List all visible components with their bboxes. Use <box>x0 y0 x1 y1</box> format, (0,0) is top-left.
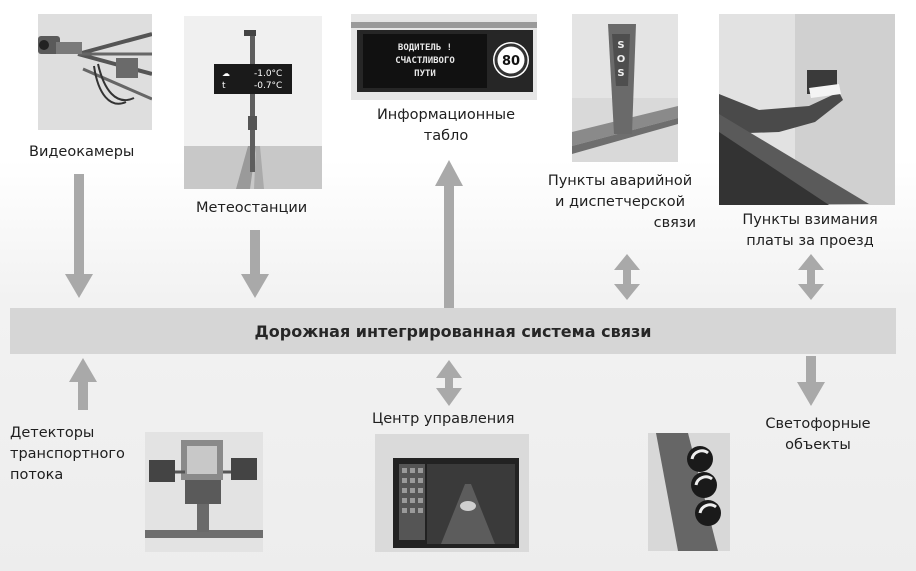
svg-text:S: S <box>617 68 624 79</box>
label-toll-line1: Пункты взимания <box>742 212 878 228</box>
integrated-system-bar: Дорожная интегрированная система связи <box>10 308 896 354</box>
label-traffic-lights: Светофорные объекты <box>748 414 888 456</box>
arrow-boards-up <box>435 160 463 308</box>
arrow-toll-both <box>798 254 824 300</box>
arrow-cameras-down <box>65 174 93 298</box>
label-detectors-line2: транспортного <box>10 446 125 462</box>
traffic-detector-image <box>145 432 263 552</box>
svg-text:O: O <box>617 54 626 65</box>
video-camera-image <box>38 14 152 130</box>
weather-station-image: ☁ t -1.0°C -0.7°C <box>184 16 322 189</box>
svg-text:ПУТИ: ПУТИ <box>414 69 436 79</box>
label-detectors: Детекторы транспортного потока <box>10 423 125 486</box>
sos-post-image: S O S <box>572 14 678 162</box>
label-control: Центр управления <box>372 411 515 427</box>
integrated-system-title: Дорожная интегрированная система связи <box>254 321 652 341</box>
arrow-emergency-both <box>614 254 640 300</box>
label-traffic-lights-line1: Светофорные <box>765 416 871 432</box>
label-boards-line2: табло <box>423 128 469 144</box>
arrow-weather-down <box>241 230 269 298</box>
svg-text:-1.0°C: -1.0°C <box>254 69 282 79</box>
svg-text:☁: ☁ <box>222 69 230 78</box>
svg-text:80: 80 <box>502 54 520 69</box>
info-board-image: ВОДИТЕЛЬ ! СЧАСТЛИВОГО ПУТИ 80 <box>351 14 537 100</box>
label-detectors-line3: потока <box>10 467 64 483</box>
svg-text:ВОДИТЕЛЬ !: ВОДИТЕЛЬ ! <box>398 43 452 53</box>
label-toll-line2: платы за проезд <box>746 233 874 249</box>
label-detectors-line1: Детекторы <box>10 425 95 441</box>
label-emergency-line3: связи <box>653 215 696 231</box>
label-weather: Метеостанции <box>196 200 308 216</box>
svg-text:S: S <box>617 40 624 51</box>
svg-text:СЧАСТЛИВОГО: СЧАСТЛИВОГО <box>395 56 455 66</box>
label-boards-line1: Информационные <box>376 107 516 123</box>
svg-text:t: t <box>222 81 226 91</box>
traffic-light-image <box>648 433 730 551</box>
arrow-detectors-up <box>69 358 97 410</box>
arrow-control-both <box>436 360 462 406</box>
label-emergency-line2: и диспетчерской <box>554 194 686 210</box>
arrow-traffic-lights-down <box>797 356 825 406</box>
label-boards: Информационные табло <box>368 105 524 147</box>
toll-booth-image <box>719 14 895 205</box>
label-emergency-line1: Пункты аварийной <box>547 173 693 189</box>
label-emergency: Пункты аварийной и диспетчерской связи <box>544 171 696 234</box>
label-toll: Пункты взимания платы за проезд <box>738 210 882 252</box>
svg-text:-0.7°C: -0.7°C <box>254 81 282 91</box>
label-cameras: Видеокамеры <box>29 144 135 160</box>
control-center-image <box>375 434 529 552</box>
label-traffic-lights-line2: объекты <box>785 437 851 453</box>
